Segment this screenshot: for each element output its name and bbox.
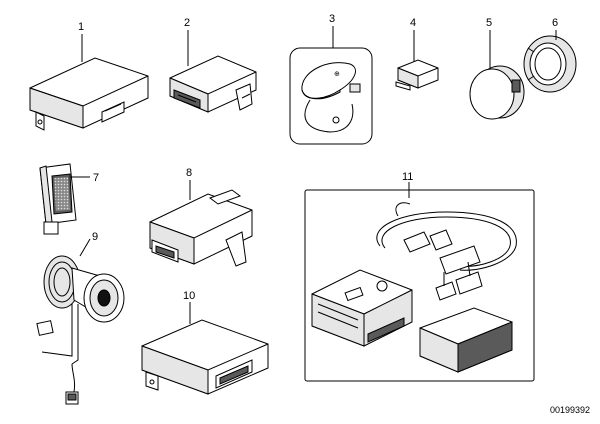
part-9-siren[interactable]: [36, 255, 125, 405]
part-5-button[interactable]: [469, 65, 525, 120]
part-number-1: 1: [78, 21, 84, 33]
part-number-2: 2: [184, 17, 190, 29]
part-7-ir-sensor[interactable]: [39, 163, 77, 235]
part-number-3: 3: [329, 13, 335, 25]
part-number-6: 6: [552, 17, 558, 29]
part-4-relay[interactable]: [395, 59, 439, 91]
part-10-control-unit[interactable]: [141, 319, 269, 395]
part-11-retrofit-kit[interactable]: [304, 189, 535, 382]
part-1-control-unit[interactable]: [29, 57, 149, 131]
part-6-ring[interactable]: [523, 35, 577, 93]
part-number-8: 8: [186, 167, 192, 179]
part-number-5: 5: [486, 17, 492, 29]
part-number-9: 9: [92, 231, 98, 243]
part-number-4: 4: [410, 17, 416, 29]
part-number-10: 10: [183, 290, 195, 302]
leader-9: [79, 238, 91, 257]
sensor-mark: ⊕: [334, 71, 340, 78]
part-number-11: 11: [402, 171, 413, 183]
part-2-control-module[interactable]: [169, 55, 257, 113]
part-number-7: 7: [93, 172, 99, 184]
part-8-control-module[interactable]: [149, 189, 253, 267]
part-3-sensor[interactable]: ⊕: [289, 47, 373, 145]
reference-code: 00199392: [550, 405, 590, 415]
